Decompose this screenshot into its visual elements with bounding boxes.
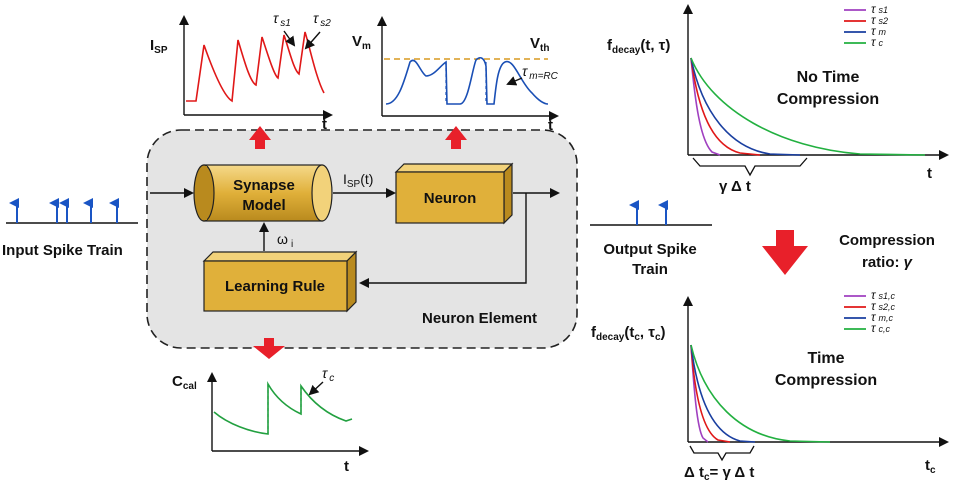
output-spike-label-line2: Train: [632, 261, 668, 278]
decay-top-interval-label: γ Δ t: [719, 178, 751, 195]
decay-top-curve-s2: [690, 57, 761, 156]
vm-tau-pointer: [506, 76, 523, 86]
ccal-curve: [213, 380, 353, 435]
synapse-label-line2: Model: [242, 197, 285, 214]
ccal-y-label: Ccal: [172, 373, 197, 392]
red-arrow-down-ccal: [253, 338, 285, 359]
decay-top-title-line2: Compression: [777, 91, 879, 108]
vth-label: Vth: [530, 35, 549, 54]
vm-y-label: Vm: [352, 33, 371, 52]
decay-bottom-curve-s2: [690, 344, 731, 443]
isp-tau-s1-pointer: [283, 30, 296, 47]
output-spike-label-line1: Output Spike: [603, 241, 696, 258]
decay-top-plot: fdecay(t, τ) No Time Compression t γ Δ t: [607, 4, 949, 195]
synapse-model-block: Synapse Model: [193, 164, 333, 222]
isp-t-label: ISP(t): [343, 171, 373, 190]
learning-rule-block: Learning Rule: [202, 250, 358, 313]
compression-ratio-line1: Compression: [839, 232, 935, 249]
red-arrow-down-compression: [762, 230, 808, 275]
decay-bottom-plot: fdecay(tc, τc) Time Compression tc Δ tc=…: [591, 296, 949, 483]
decay-bottom-x-label: tc: [925, 457, 936, 476]
decay-bottom-f-label: fdecay(tc, τc): [591, 324, 666, 343]
isp-curve: [186, 31, 325, 103]
synapse-label-line1: Synapse: [233, 177, 295, 194]
red-arrow-up-vm: [445, 126, 467, 149]
vm-x-label: t: [548, 117, 553, 134]
decay-top-x-label: t: [927, 165, 932, 182]
isp-tau-s2-pointer: [304, 31, 321, 50]
ccal-tau-pointer: [308, 381, 324, 396]
ccal-x-label: t: [344, 458, 349, 475]
decay-top-curve-s1: [690, 57, 721, 156]
learning-rule-label: Learning Rule: [225, 278, 325, 295]
feedback-line: [359, 193, 527, 288]
isp-y-label: ISP: [150, 37, 168, 56]
decay-top-title-line1: No Time: [797, 69, 860, 86]
input-spike-train: [6, 198, 138, 224]
compression-ratio-line2: ratio: γ: [862, 254, 914, 271]
decay-bottom-interval-label: Δ tc= γ Δ t: [684, 464, 754, 483]
input-spike-label: Input Spike Train: [2, 242, 123, 259]
decay-bottom-brace: [689, 445, 755, 462]
vm-curve: [385, 56, 549, 105]
isp-x-label: t: [322, 116, 327, 133]
decay-bottom-curve-m: [690, 344, 756, 443]
decay-bottom-title-line1: Time: [807, 350, 844, 367]
decay-bottom-curve-c: [690, 344, 831, 443]
decay-top-brace: [692, 157, 808, 177]
neuron-block: Neuron: [394, 162, 514, 225]
output-spike-train: [590, 200, 712, 226]
decay-top-curve-m: [690, 57, 801, 156]
neuron-element-label: Neuron Element: [422, 310, 537, 327]
decay-bottom-title-line2: Compression: [775, 372, 877, 389]
red-arrow-up-isp: [249, 126, 271, 149]
decay-top-curve-c: [690, 57, 926, 156]
decay-top-f-label: fdecay(t, τ): [607, 37, 670, 56]
neuron-label: Neuron: [424, 190, 477, 207]
